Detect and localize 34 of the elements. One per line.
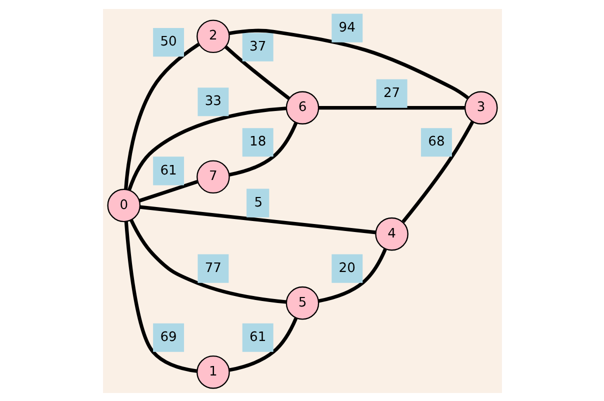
connector (129, 218, 286, 304)
edge-label: 37 (249, 38, 266, 54)
node-circle: 4 (374, 216, 408, 250)
connector (124, 42, 200, 190)
edge-label: 77 (204, 260, 222, 276)
connector (139, 204, 376, 234)
edge-label: 27 (382, 85, 400, 100)
connector (124, 221, 197, 372)
edge-label: 61 (249, 329, 266, 344)
edge-label: 20 (338, 260, 355, 276)
edge-label: 68 (428, 134, 444, 150)
node-circle: 7 (196, 160, 230, 194)
edge-label: 69 (160, 329, 176, 344)
node-circle: 2 (196, 19, 230, 53)
connector (127, 106, 286, 190)
node-circle: 5 (285, 286, 319, 320)
connector (224, 44, 290, 100)
edge-label: 5 (254, 194, 262, 210)
edge-label: 61 (160, 162, 176, 178)
connector (318, 106, 464, 110)
node-circle: 6 (285, 90, 319, 124)
node-circle: 1 (196, 355, 230, 388)
connector (401, 120, 474, 222)
edge-label: 18 (249, 134, 266, 150)
connector (228, 28, 468, 99)
connector (228, 317, 298, 372)
edge-label: 33 (204, 94, 222, 109)
edge-label: 50 (160, 34, 176, 50)
connector (138, 180, 198, 202)
edge-label: 94 (338, 20, 355, 35)
node-circle: 0 (106, 188, 140, 222)
connector (318, 248, 386, 302)
node-circle: 3 (464, 90, 498, 124)
connector (228, 122, 298, 176)
